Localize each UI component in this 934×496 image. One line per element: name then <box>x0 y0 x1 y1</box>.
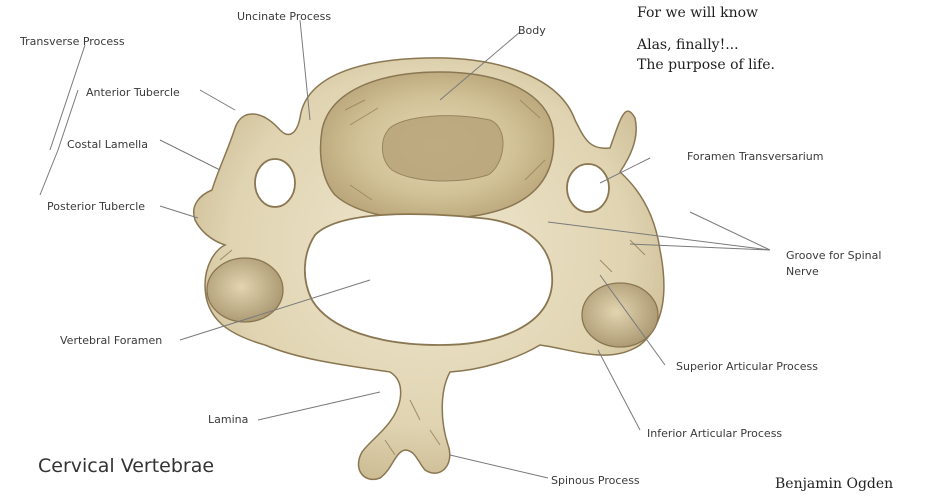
vertebral-foramen <box>305 214 552 345</box>
label-superior-articular-process: Superior Articular Process <box>676 360 818 373</box>
label-costal-lamella: Costal Lamella <box>67 138 148 151</box>
label-inferior-articular-process: Inferior Articular Process <box>647 427 782 440</box>
label-vertebral-foramen: Vertebral Foramen <box>60 334 162 347</box>
label-transverse-process: Transverse Process <box>20 35 125 48</box>
label-groove-spinal-nerve-line1: Groove for Spinal <box>786 249 881 262</box>
label-lamina: Lamina <box>208 413 248 426</box>
left-foramen-transversarium <box>255 159 295 207</box>
right-articular-facet <box>582 283 658 347</box>
label-body: Body <box>518 24 546 37</box>
poem-line-1: For we will know <box>637 5 758 22</box>
left-articular-facet <box>207 258 283 322</box>
poem-line-2: Alas, finally!... <box>637 37 739 54</box>
label-foramen-transversarium: Foramen Transversarium <box>687 150 824 163</box>
label-uncinate-process: Uncinate Process <box>237 10 331 23</box>
label-posterior-tubercle: Posterior Tubercle <box>47 200 145 213</box>
author-signature: Benjamin Ogden <box>775 476 893 492</box>
label-anterior-tubercle: Anterior Tubercle <box>86 86 180 99</box>
diagram-title: Cervical Vertebrae <box>38 455 214 477</box>
label-groove-spinal-nerve-line2: Nerve <box>786 265 819 278</box>
label-spinous-process: Spinous Process <box>551 474 640 487</box>
poem-line-3: The purpose of life. <box>637 57 775 74</box>
vertebral-body-inner <box>382 116 503 181</box>
right-foramen-transversarium <box>567 164 609 212</box>
